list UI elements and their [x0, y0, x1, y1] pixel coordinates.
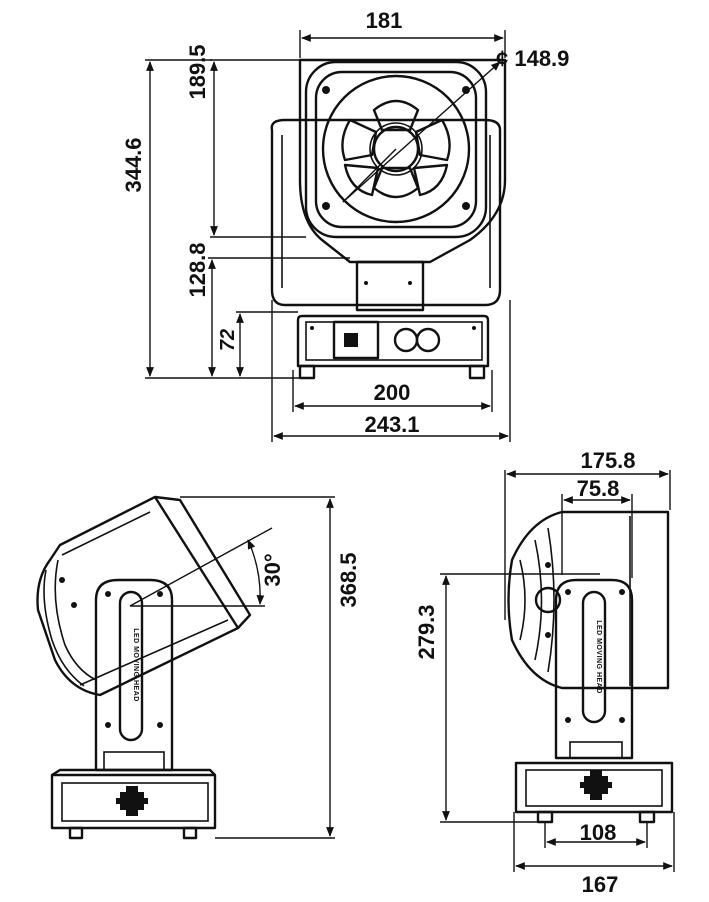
front-base: [296, 314, 490, 368]
dim-head-height: 189.5: [185, 44, 210, 99]
front-view: [270, 58, 507, 380]
dim-base-depth: 167: [582, 872, 619, 897]
side-base: [50, 773, 217, 830]
dim-depth-total: 175.8: [580, 448, 635, 473]
rear-dimensions: [440, 470, 675, 872]
dim-body-height: 128.8: [185, 242, 210, 297]
side-arm-label-plate: [118, 590, 144, 742]
rear-base: [514, 761, 674, 814]
rear-base-vent: [580, 770, 612, 800]
dim-foot-spacing: 108: [580, 820, 617, 845]
dim-lens-diameter: ¢ 148.9: [496, 46, 569, 71]
front-lens-ring: [321, 74, 471, 224]
side-arm: [94, 578, 174, 772]
rear-arm-text: LED MOVING HEAD: [595, 620, 602, 694]
side-head: [36, 495, 240, 697]
dim-pivot-height: 279.3: [414, 604, 439, 659]
dim-base-width: 200: [374, 380, 411, 405]
front-head-bezel: [304, 60, 488, 239]
rear-arm-label-plate: [581, 590, 607, 724]
dim-total-height-front: 344.6: [121, 137, 146, 192]
rear-view: LED MOVING HEAD: [507, 510, 674, 824]
dim-tilt-angle: 30°: [260, 553, 285, 586]
side-view: LED MOVING HEAD: [36, 495, 252, 840]
front-dimensions: [145, 30, 511, 442]
front-center-block: [355, 260, 425, 312]
dim-total-width-front: 243.1: [364, 412, 419, 437]
rear-arm: [554, 578, 634, 760]
front-head-outer: [298, 58, 507, 264]
side-dimensions: [129, 496, 335, 839]
rear-head: [507, 510, 670, 690]
side-base-vent: [116, 786, 148, 816]
front-display: [332, 320, 380, 360]
dim-total-height-side: 368.5: [336, 552, 361, 607]
dim-depth-yoke: 75.8: [577, 476, 620, 501]
dim-width-top: 181: [366, 8, 403, 33]
side-arm-text: LED MOVING HEAD: [132, 628, 139, 702]
dim-base-height: 72: [217, 329, 239, 351]
front-yoke-body: [270, 118, 502, 307]
